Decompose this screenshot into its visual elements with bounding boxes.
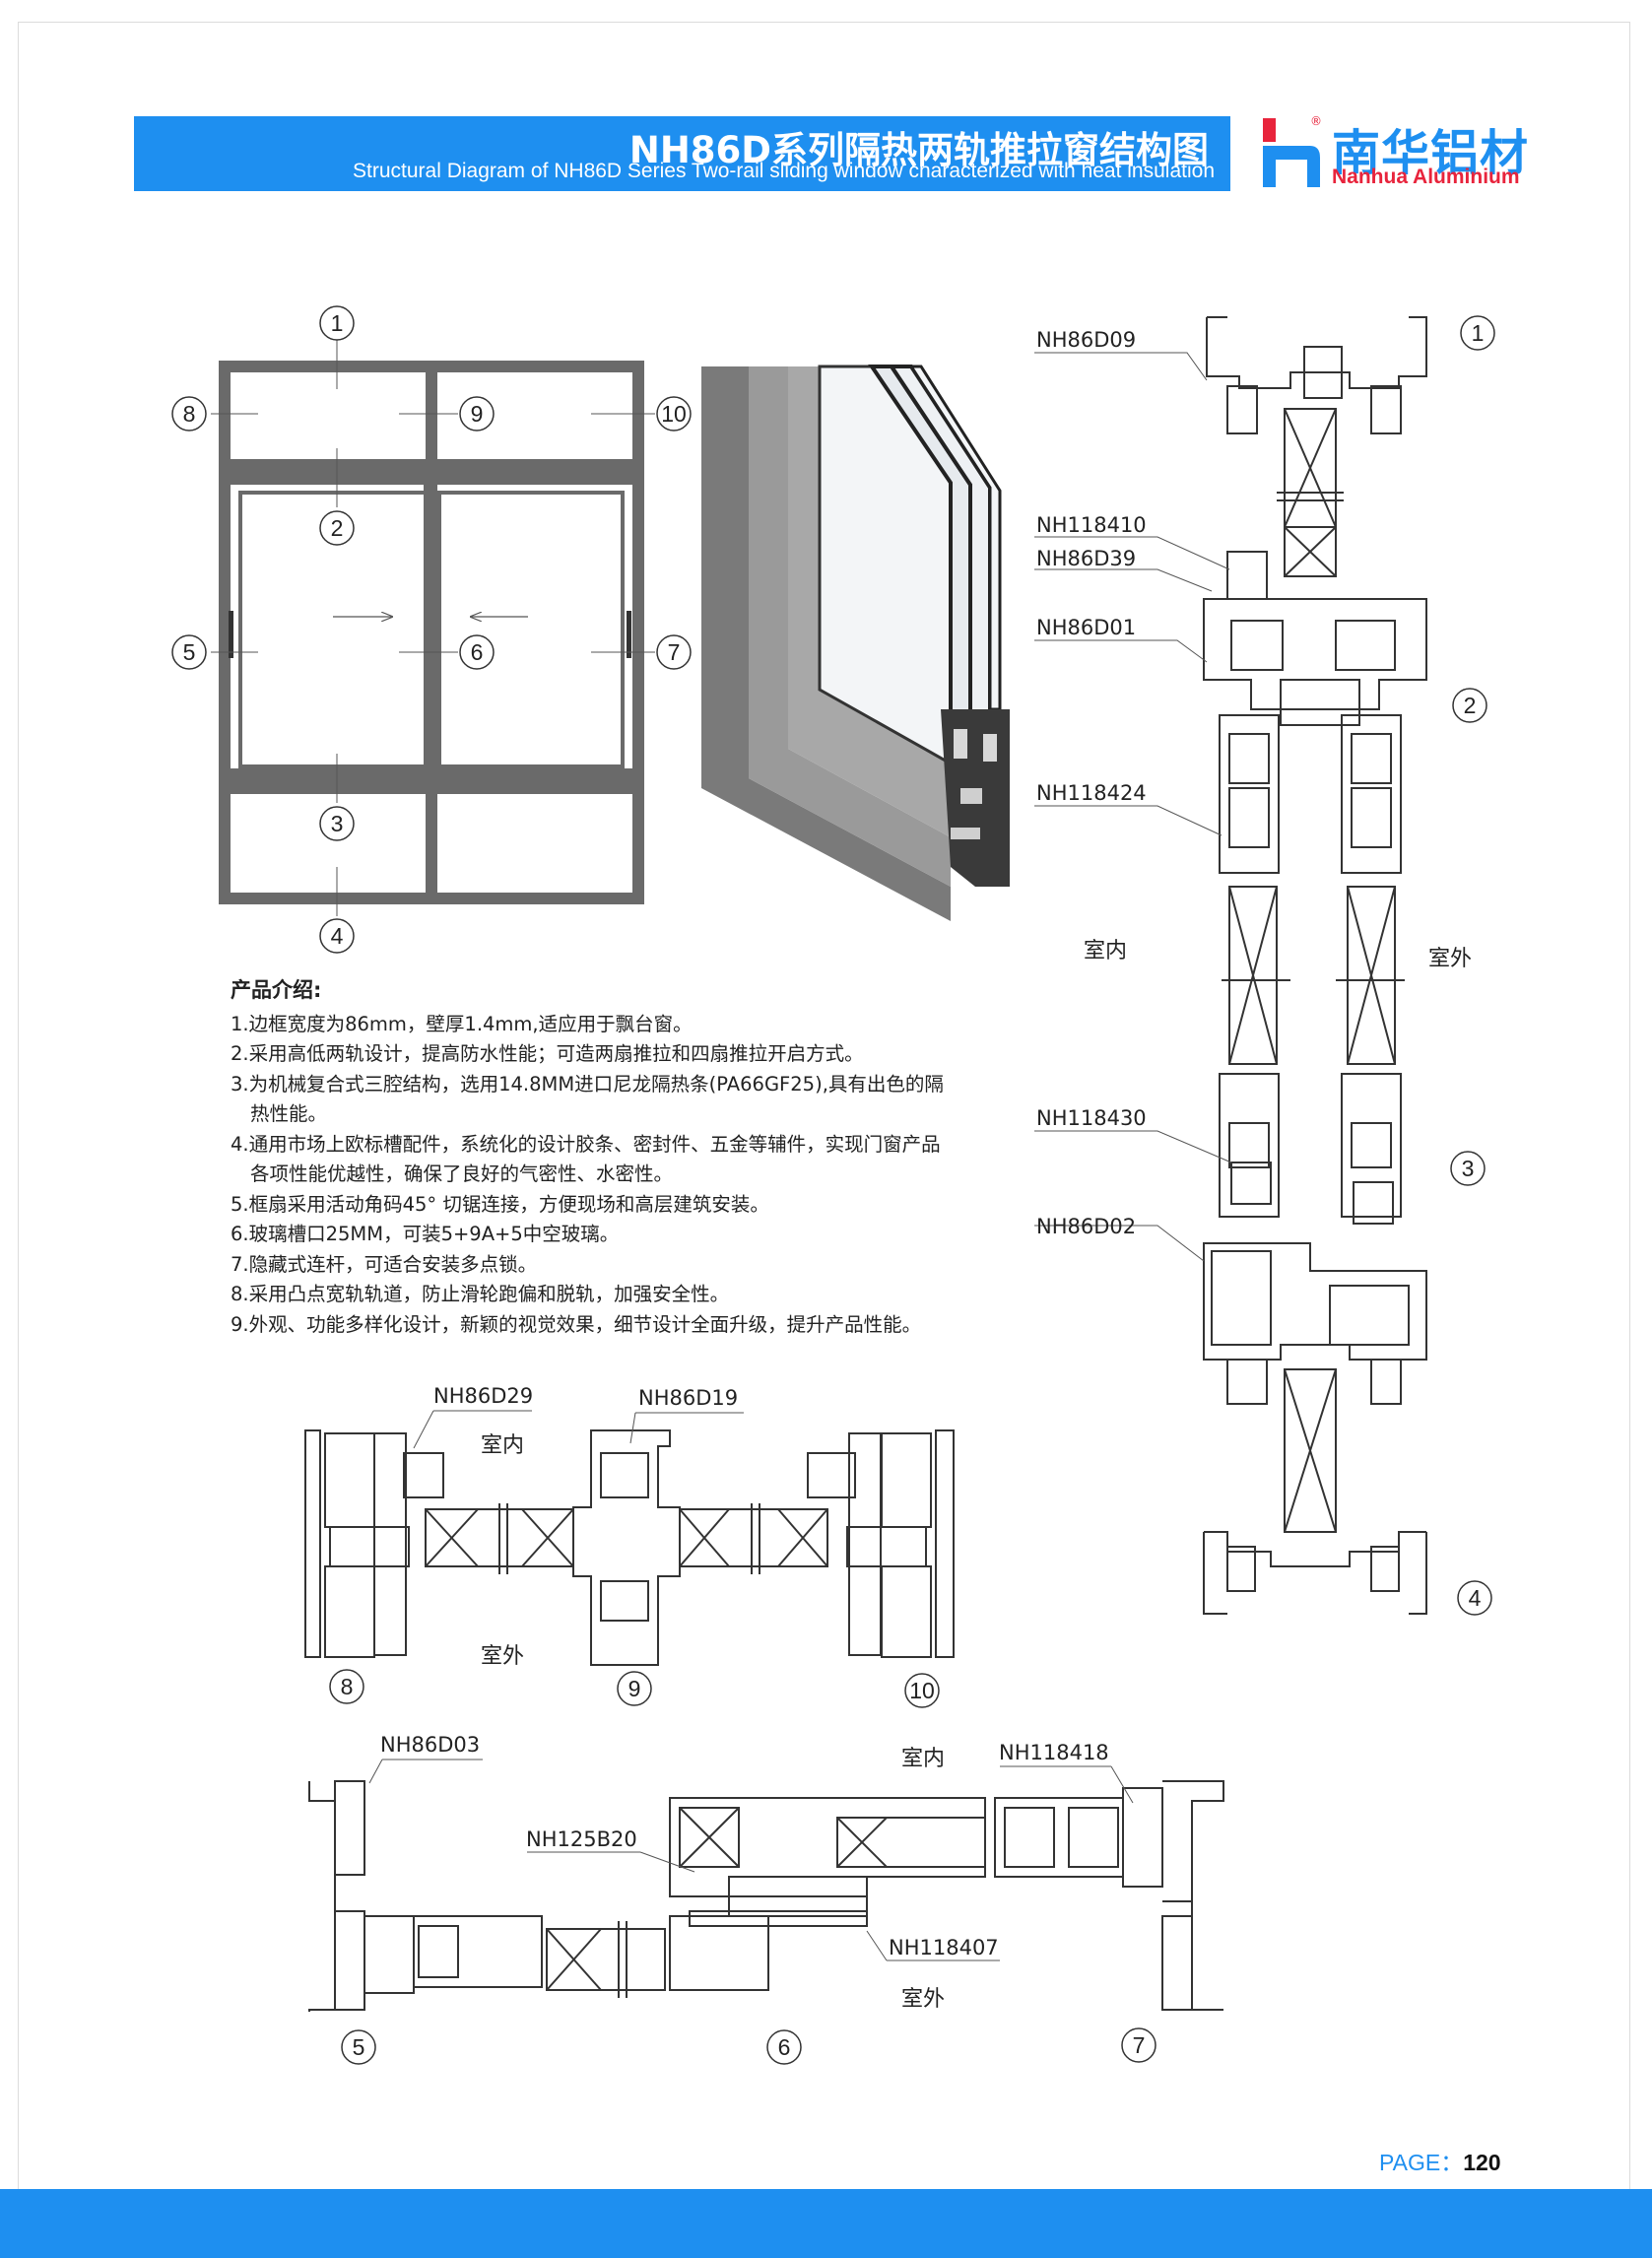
svg-text:4: 4 bbox=[331, 923, 344, 949]
section-callout-6: 6 bbox=[766, 2029, 802, 2065]
label-nh86d19: NH86D19 bbox=[638, 1386, 738, 1410]
svg-text:3: 3 bbox=[331, 811, 344, 836]
logo-name-english: Nanhua Aluminium bbox=[1332, 166, 1520, 188]
section-callout-7: 7 bbox=[1121, 2027, 1156, 2063]
registered-mark: ® bbox=[1310, 114, 1322, 128]
section-callout-5: 5 bbox=[341, 2029, 376, 2065]
vsection-callout-1: 1 bbox=[1460, 315, 1495, 351]
label-nh86d01: NH86D01 bbox=[1036, 616, 1136, 639]
intro-item: 5.框扇采用活动角码45° 切锯连接，方便现场和高层建筑安装。 bbox=[231, 1192, 769, 1216]
svg-text:5: 5 bbox=[183, 639, 196, 665]
svg-text:4: 4 bbox=[1469, 1585, 1482, 1611]
elevation-callout-8: 8 bbox=[171, 396, 207, 432]
intro-item: 1.边框宽度为86mm，壁厚1.4mm,适应用于飘台窗。 bbox=[231, 1012, 693, 1035]
label-nh86d02: NH86D02 bbox=[1036, 1215, 1136, 1238]
intro-item: 3.为机械复合式三腔结构，选用14.8MM进口尼龙隔热条(PA66GF25),具… bbox=[231, 1072, 944, 1126]
section-callout-9: 9 bbox=[617, 1671, 652, 1706]
section-bottom-labels: NH86D03 NH118418 NH125B20 NH118407 室内 室外… bbox=[341, 1733, 1156, 2065]
section-callout-8: 8 bbox=[329, 1669, 364, 1704]
svg-text:6: 6 bbox=[778, 2034, 791, 2060]
vertical-section bbox=[1203, 316, 1427, 1615]
section-callout-10: 10 bbox=[904, 1673, 940, 1708]
elevation-callout-5: 5 bbox=[171, 634, 207, 670]
vsection-callout-2: 2 bbox=[1452, 688, 1487, 723]
product-introduction: 产品介绍: 1.边框宽度为86mm，壁厚1.4mm,适应用于飘台窗。 2.采用高… bbox=[231, 975, 950, 1340]
svg-text:2: 2 bbox=[331, 515, 344, 541]
vertical-section-leaders bbox=[1034, 352, 1232, 1262]
svg-text:1: 1 bbox=[331, 310, 344, 336]
intro-title: 产品介绍: bbox=[231, 978, 322, 1002]
label-nh86d03: NH86D03 bbox=[380, 1733, 480, 1757]
indoor-label: 室内 bbox=[901, 1747, 945, 1771]
svg-text:3: 3 bbox=[1462, 1156, 1475, 1181]
logo-name-chinese: 南华铝材 bbox=[1332, 125, 1530, 181]
elevation-callout-2: 2 bbox=[319, 510, 355, 546]
elevation-callout-10: 10 bbox=[656, 396, 692, 432]
svg-text:1: 1 bbox=[1472, 320, 1485, 346]
label-nh118418: NH118418 bbox=[999, 1741, 1109, 1764]
section-top bbox=[304, 1429, 955, 1666]
intro-item: 8.采用凸点宽轨轨道，防止滑轮跑偏和脱轨，加强安全性。 bbox=[231, 1283, 730, 1305]
svg-text:6: 6 bbox=[471, 639, 484, 665]
outdoor-label: 室外 bbox=[901, 1987, 945, 2012]
section-bottom bbox=[308, 1780, 1224, 2012]
svg-text:7: 7 bbox=[668, 639, 681, 665]
label-nh86d09: NH86D09 bbox=[1036, 328, 1136, 352]
svg-text:8: 8 bbox=[341, 1674, 354, 1699]
vsection-callout-4: 4 bbox=[1457, 1580, 1492, 1616]
page-number-value: 120 bbox=[1463, 2150, 1501, 2175]
intro-item: 7.隐藏式连杆，可适合安装多点锁。 bbox=[231, 1252, 538, 1276]
svg-text:5: 5 bbox=[353, 2034, 365, 2060]
intro-item: 2.采用高低两轨设计，提高防水性能；可造两扇推拉和四扇推拉开启方式。 bbox=[231, 1042, 864, 1065]
svg-text:9: 9 bbox=[471, 401, 484, 427]
title-english: Structural Diagram of NH86D Series Two-r… bbox=[353, 160, 1215, 182]
elevation-callout-6: 6 bbox=[459, 634, 495, 670]
svg-text:8: 8 bbox=[183, 401, 196, 427]
corner-3d-render bbox=[701, 365, 1010, 921]
outdoor-label: 室外 bbox=[1428, 947, 1472, 971]
intro-item: 6.玻璃槽口25MM，可装5+9A+5中空玻璃。 bbox=[231, 1223, 620, 1245]
svg-text:7: 7 bbox=[1133, 2032, 1146, 2058]
intro-item: 4.通用市场上欧标槽配件，系统化的设计胶条、密封件、五金等辅件，实现门窗产品各项… bbox=[231, 1132, 941, 1186]
nanhua-logo-mark-icon bbox=[1263, 118, 1320, 187]
label-nh118424: NH118424 bbox=[1036, 781, 1147, 805]
elevation-callout-3: 3 bbox=[319, 806, 355, 841]
indoor-label: 室内 bbox=[1084, 939, 1127, 963]
page-number: PAGE：120 bbox=[1379, 2144, 1501, 2177]
elevation-callout-9: 9 bbox=[459, 396, 495, 432]
label-nh125b20: NH125B20 bbox=[526, 1827, 637, 1851]
label-nh118430: NH118430 bbox=[1036, 1106, 1147, 1130]
label-nh118407: NH118407 bbox=[889, 1936, 999, 1959]
label-nh118410: NH118410 bbox=[1036, 513, 1147, 537]
elevation-callout-4: 4 bbox=[319, 918, 355, 954]
label-nh86d29: NH86D29 bbox=[433, 1384, 533, 1408]
title-banner: NH86D系列隔热两轨推拉窗结构图 Structural Diagram of … bbox=[134, 116, 1230, 191]
elevation-callout-7: 7 bbox=[656, 634, 692, 670]
nanhua-logo: ® 南华铝材 Nanhua Aluminium bbox=[1263, 114, 1539, 195]
title-chinese: NH86D系列隔热两轨推拉窗结构图 bbox=[628, 129, 1209, 171]
elevation-callout-1: 1 bbox=[319, 305, 355, 341]
page-label: PAGE： bbox=[1379, 2150, 1464, 2175]
svg-text:9: 9 bbox=[628, 1676, 641, 1701]
vertical-section-labels: NH86D09 NH118410 NH86D39 NH86D01 NH11842… bbox=[1036, 315, 1495, 1616]
window-elevation: 1 2 3 4 5 6 7 8 9 10 bbox=[171, 305, 692, 954]
svg-text:2: 2 bbox=[1464, 693, 1477, 718]
section-top-labels: NH86D29 NH86D19 室内 室外 8 9 10 bbox=[329, 1384, 940, 1708]
label-nh86d39: NH86D39 bbox=[1036, 547, 1136, 570]
intro-item: 9.外观、功能多样化设计，新颖的视觉效果，细节设计全面升级，提升产品性能。 bbox=[231, 1312, 922, 1336]
indoor-label: 室内 bbox=[481, 1433, 524, 1458]
outdoor-label: 室外 bbox=[481, 1644, 524, 1669]
footer-bar bbox=[0, 2189, 1652, 2258]
svg-text:10: 10 bbox=[661, 401, 687, 427]
vsection-callout-3: 3 bbox=[1450, 1151, 1486, 1186]
svg-text:10: 10 bbox=[909, 1678, 935, 1703]
